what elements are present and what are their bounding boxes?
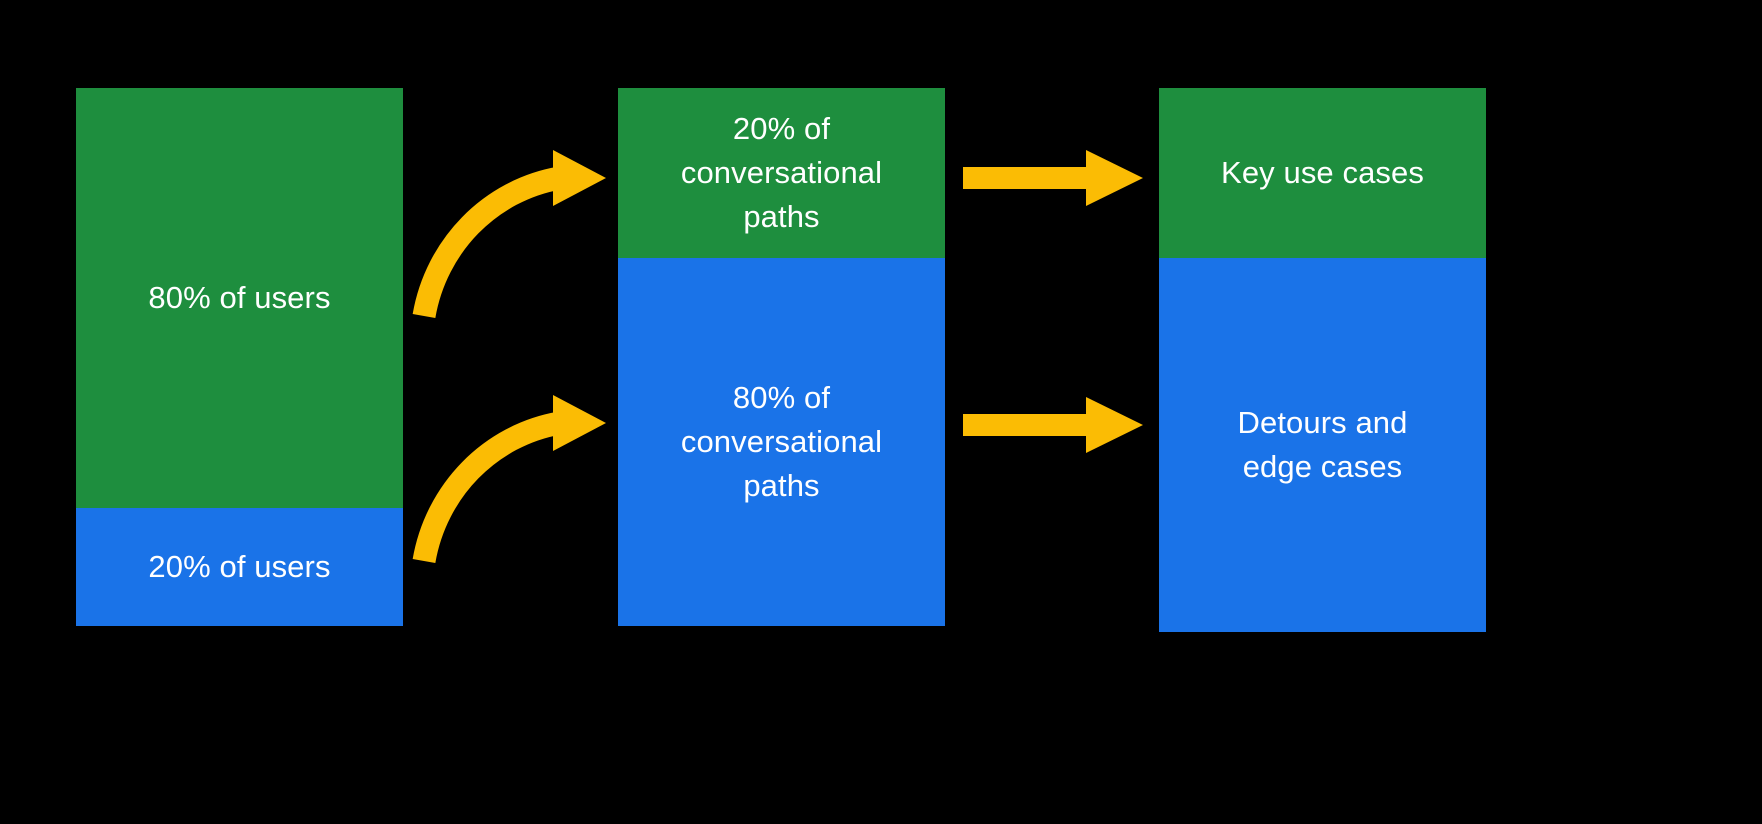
segment-cases-green: Key use cases <box>1159 88 1486 258</box>
users-column: 80% of users 20% of users <box>76 88 403 626</box>
segment-paths-green: 20% of conversational paths <box>618 88 945 258</box>
segment-label: 80% of users <box>148 279 331 315</box>
curved-arrow-upper-icon <box>412 150 606 319</box>
segment-label: 20% of users <box>148 548 331 584</box>
use-cases-column: Key use cases Detours and edge cases <box>1159 88 1486 632</box>
segment-label: Key use cases <box>1221 154 1424 190</box>
segment-label: 80% of conversational paths <box>680 379 883 503</box>
segment-users-green: 80% of users <box>76 88 403 508</box>
segment-users-blue: 20% of users <box>76 508 403 626</box>
segment-cases-blue: Detours and edge cases <box>1159 258 1486 632</box>
conversational-paths-column: 20% of conversational paths 80% of conve… <box>618 88 945 626</box>
curved-arrow-lower-icon <box>412 395 606 564</box>
straight-arrow-upper-icon <box>963 150 1143 206</box>
segment-label: 20% of conversational paths <box>680 110 883 234</box>
segment-label: Detours and edge cases <box>1237 404 1408 484</box>
segment-paths-blue: 80% of conversational paths <box>618 258 945 626</box>
straight-arrow-lower-icon <box>963 397 1143 453</box>
